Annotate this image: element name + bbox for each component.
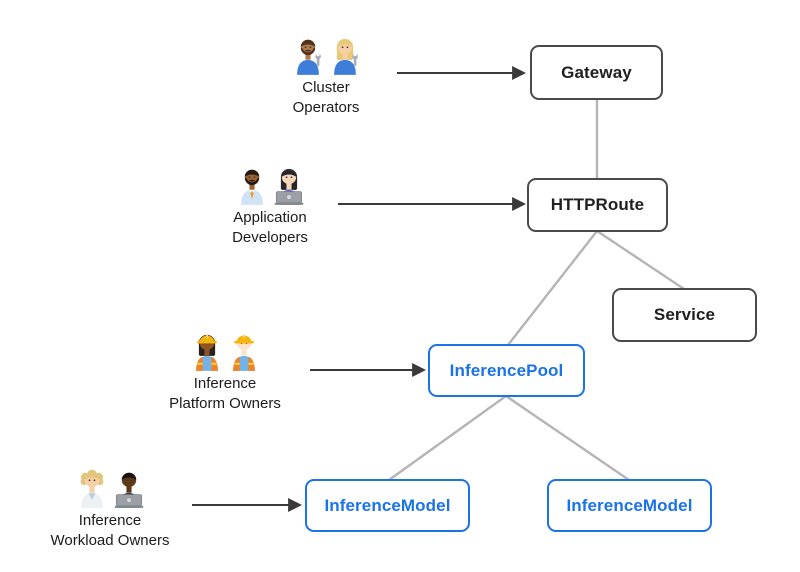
- edge-httproute-inferencepool: [507, 230, 598, 346]
- node-label: InferenceModel: [324, 495, 451, 515]
- edge-inferencepool-inferencemodel-left: [388, 395, 507, 481]
- health-worker-emoji: [75, 468, 109, 508]
- persona-label-line: Workload Owners: [50, 532, 170, 550]
- persona-label-line: Inference: [193, 375, 257, 392]
- persona-icons: [25, 467, 195, 508]
- persona-label: Application Developers: [185, 208, 355, 249]
- node-label: InferenceModel: [566, 495, 693, 515]
- node-label: HTTPRoute: [550, 195, 645, 214]
- persona-icons: [185, 164, 355, 205]
- node-service: Service: [612, 288, 757, 342]
- persona-label-line: Inference: [78, 512, 142, 529]
- persona-label: Inference Workload Owners: [25, 511, 195, 552]
- persona-cluster-operators: Cluster Operators: [241, 34, 411, 119]
- woman-technologist-emoji: [272, 165, 306, 205]
- man-construction-worker-emoji: [227, 331, 261, 371]
- persona-label-line: Developers: [232, 229, 308, 247]
- edge-httproute-service: [596, 230, 685, 290]
- persona-inference-workload-owners: Inference Workload Owners: [25, 467, 195, 552]
- node-inferencepool: InferencePool: [428, 344, 585, 397]
- persona-application-developers: Application Developers: [185, 164, 355, 249]
- persona-label: Cluster Operators: [241, 78, 411, 119]
- edge-inferencepool-inferencemodel-right: [505, 395, 630, 481]
- woman-construction-worker-emoji: [190, 331, 224, 371]
- node-inferencemodel-left: InferenceModel: [305, 479, 470, 532]
- persona-label: Inference Platform Owners: [140, 374, 310, 415]
- persona-label-line: Cluster: [302, 79, 350, 96]
- persona-icons: [241, 34, 411, 75]
- woman-mechanic-emoji: [328, 35, 362, 75]
- man-office-worker-emoji: [235, 165, 269, 205]
- persona-label-line: Application: [233, 209, 307, 226]
- man-mechanic-emoji: [291, 35, 325, 75]
- man-technologist-emoji: [112, 468, 146, 508]
- persona-label-line: Operators: [292, 99, 360, 117]
- node-label: Gateway: [561, 62, 632, 82]
- node-httproute: HTTPRoute: [527, 178, 668, 232]
- persona-label-line: Platform Owners: [169, 395, 281, 413]
- node-label: Service: [653, 305, 716, 324]
- persona-inference-platform-owners: Inference Platform Owners: [140, 330, 310, 415]
- node-gateway: Gateway: [530, 45, 663, 100]
- node-label: InferencePool: [449, 360, 564, 380]
- node-inferencemodel-right: InferenceModel: [547, 479, 712, 532]
- persona-icons: [140, 330, 310, 371]
